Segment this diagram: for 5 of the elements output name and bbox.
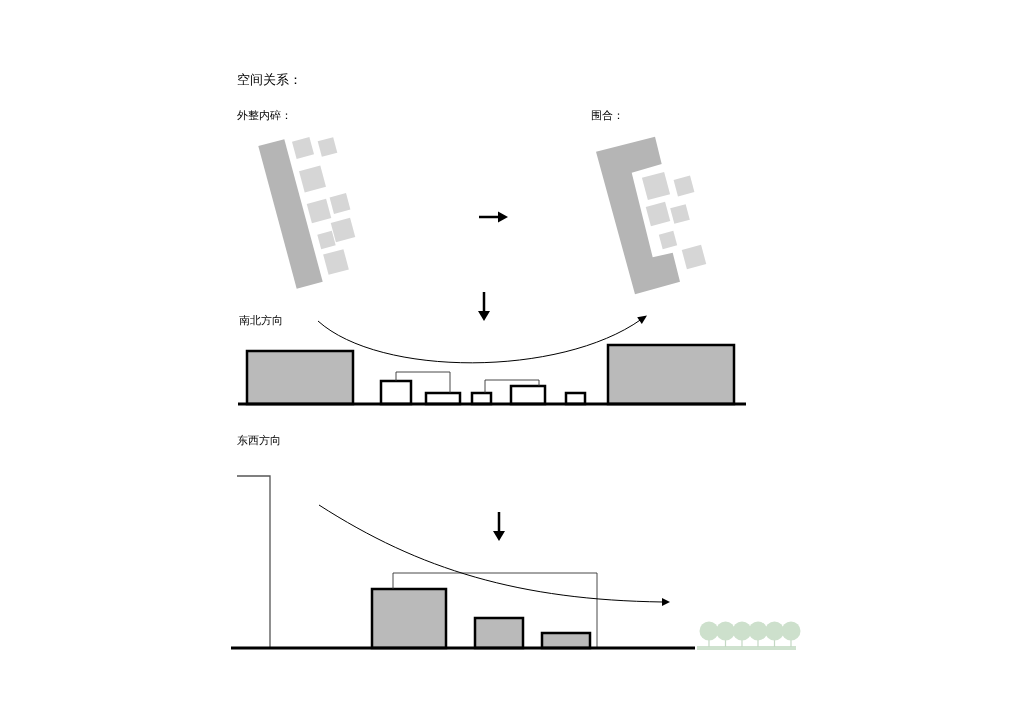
plan-heading: 围合： [591,110,624,121]
plan-heading: 外整内碎： [237,110,292,121]
title-text: 空间关系： [237,73,302,86]
section-label: 东西方向 [237,435,281,446]
section-label: 南北方向 [239,315,283,326]
